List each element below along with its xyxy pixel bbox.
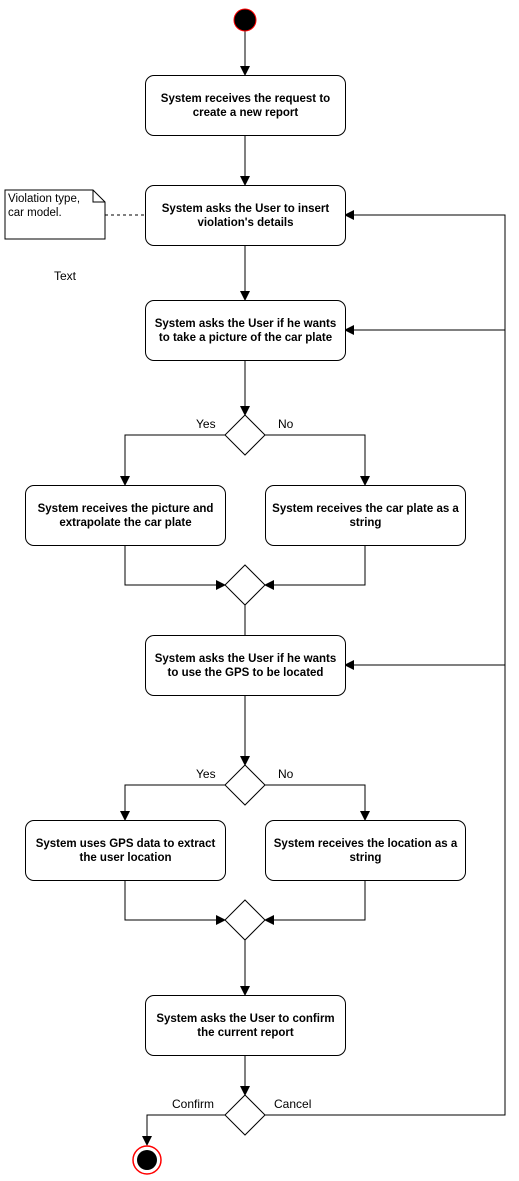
node-ask-picture: System asks the User if he wants to take… <box>145 300 346 361</box>
floating-text: Text <box>54 269 77 283</box>
decision-diamond-picture <box>224 414 266 456</box>
note-shape <box>4 189 106 240</box>
edge-label-confirm: Confirm <box>172 1097 215 1111</box>
note-fold <box>92 190 105 203</box>
start-node <box>233 8 257 32</box>
note-text: Violation type, car model. <box>8 192 80 220</box>
decision-diamond-confirm <box>224 1094 266 1136</box>
node-receive-picture: System receives the picture and extrapol… <box>25 485 226 546</box>
node-receive-plate-string: System receives the car plate as a strin… <box>265 485 466 546</box>
node-confirm-report: System asks the User to confirm the curr… <box>145 995 346 1056</box>
node-use-gps: System uses GPS data to extract the user… <box>25 820 226 881</box>
node-insert-details: System asks the User to insert violation… <box>145 185 346 246</box>
edge-yes-1 <box>120 434 225 486</box>
note-line-1: Violation type, <box>8 193 81 205</box>
edge-label-no-2: No <box>278 767 294 781</box>
note-line-2: car model. <box>8 207 62 219</box>
edge-label-cancel: Cancel <box>274 1097 312 1111</box>
node-receive-location-string: System receives the location as a string <box>265 820 466 881</box>
end-node-core <box>137 1150 157 1170</box>
merge-diamond-location <box>224 899 266 941</box>
edge-no-2 <box>265 784 370 821</box>
edge-gpsdata-to-merge2 <box>124 880 226 925</box>
edge-picture-to-merge1 <box>124 545 226 590</box>
edge-string-to-merge1 <box>264 545 366 590</box>
edge-no-1 <box>265 434 370 486</box>
node-create-request: System receives the request to create a … <box>145 75 346 136</box>
edge-location-to-merge2 <box>264 880 366 925</box>
edge-label-yes-1: Yes <box>196 417 216 431</box>
node-ask-gps: System asks the User if he wants to use … <box>145 635 346 696</box>
merge-diamond-plate <box>224 564 266 606</box>
edge-label-yes-2: Yes <box>196 767 216 781</box>
edge-confirm-to-end <box>142 1114 225 1146</box>
decision-diamond-gps <box>224 764 266 806</box>
edge-label-no-1: No <box>278 417 294 431</box>
edge-yes-2 <box>120 784 225 821</box>
